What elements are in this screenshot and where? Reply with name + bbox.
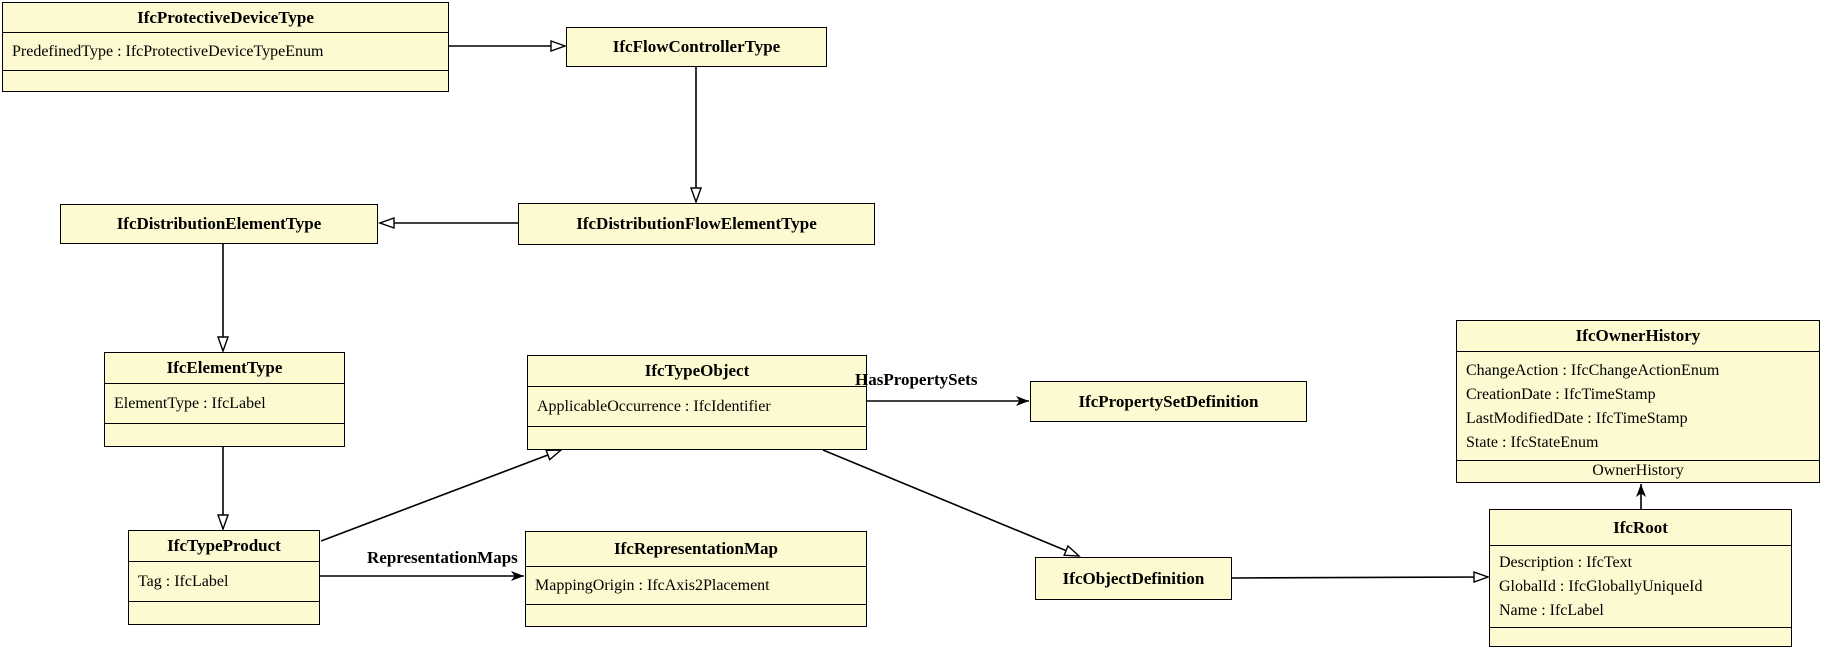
attribute: State : IfcStateEnum — [1466, 434, 1599, 451]
class-box-ifcdistributionelementtype: IfcDistributionElementType — [60, 204, 378, 244]
class-title: IfcTypeObject — [528, 356, 866, 387]
class-box-ifcownerhistory: IfcOwnerHistory ChangeAction : IfcChange… — [1456, 320, 1820, 483]
class-attributes: ElementType : IfcLabel — [105, 384, 344, 423]
class-footer — [526, 604, 866, 625]
class-box-ifcelementtype: IfcElementType ElementType : IfcLabel — [104, 352, 345, 447]
class-footer — [105, 423, 344, 445]
attribute: PredefinedType : IfcProtectiveDeviceType… — [12, 42, 324, 60]
edge-inheritance-typeobject-to-objectdefinition — [822, 449, 1081, 557]
class-box-ifcdistributionflowelementtype: IfcDistributionFlowElementType — [518, 203, 875, 245]
class-title: IfcElementType — [105, 353, 344, 384]
class-title: IfcDistributionElementType — [116, 214, 322, 233]
class-title: IfcProtectiveDeviceType — [3, 3, 448, 33]
attribute: ChangeAction : IfcChangeActionEnum — [1466, 362, 1720, 379]
class-box-ifcflowcontrollertype: IfcFlowControllerType — [566, 27, 827, 67]
class-title: IfcDistributionFlowElementType — [576, 214, 817, 233]
class-box-ifcroot: IfcRoot Description : IfcText GlobalId :… — [1489, 509, 1792, 647]
class-attributes: Description : IfcText GlobalId : IfcGlob… — [1490, 546, 1791, 627]
class-box-ifcrepresentationmap: IfcRepresentationMap MappingOrigin : Ifc… — [525, 531, 867, 627]
attribute: GlobalId : IfcGloballyUniqueId — [1499, 578, 1703, 595]
haspropertysets-edge-label: HasPropertySets — [855, 370, 978, 389]
class-footer — [129, 601, 319, 623]
class-attributes: ApplicableOccurrence : IfcIdentifier — [528, 387, 866, 426]
attribute: CreationDate : IfcTimeStamp — [1466, 386, 1656, 403]
edge-inheritance-typeproduct-to-typeobject — [320, 449, 563, 542]
class-footer — [1490, 627, 1791, 645]
class-footer — [528, 426, 866, 448]
class-title: IfcOwnerHistory — [1457, 321, 1819, 352]
class-title: IfcTypeProduct — [129, 531, 319, 562]
attribute: Name : IfcLabel — [1499, 602, 1604, 619]
class-title: IfcObjectDefinition — [1062, 568, 1205, 588]
edge-inheritance-objectdefinition-to-root — [1231, 571, 1491, 584]
class-footer: OwnerHistory — [1457, 460, 1819, 481]
class-box-ifctypeproduct: IfcTypeProduct Tag : IfcLabel — [128, 530, 320, 625]
class-title: IfcRoot — [1490, 510, 1791, 546]
class-attributes: ChangeAction : IfcChangeActionEnum Creat… — [1457, 352, 1819, 460]
class-title: IfcFlowControllerType — [612, 37, 781, 56]
attribute: LastModifiedDate : IfcTimeStamp — [1466, 410, 1688, 427]
class-title: IfcRepresentationMap — [526, 532, 866, 567]
class-box-ifcobjectdefinition: IfcObjectDefinition — [1035, 557, 1232, 600]
class-box-ifcprotectivedevicetype: IfcProtectiveDeviceType PredefinedType :… — [2, 2, 449, 92]
representationmaps-edge-label: RepresentationMaps — [367, 548, 518, 567]
attribute: Tag : IfcLabel — [138, 572, 229, 590]
attribute: ApplicableOccurrence : IfcIdentifier — [537, 397, 771, 415]
class-attributes: PredefinedType : IfcProtectiveDeviceType… — [3, 33, 448, 70]
class-attributes: MappingOrigin : IfcAxis2Placement — [526, 567, 866, 604]
class-title: IfcPropertySetDefinition — [1078, 391, 1259, 411]
class-box-ifcpropertysetdefinition: IfcPropertySetDefinition — [1030, 381, 1307, 422]
class-attributes: Tag : IfcLabel — [129, 562, 319, 601]
attribute: ElementType : IfcLabel — [114, 394, 266, 412]
attribute: Description : IfcText — [1499, 554, 1633, 571]
class-footer — [3, 70, 448, 90]
class-box-ifctypeobject: IfcTypeObject ApplicableOccurrence : Ifc… — [527, 355, 867, 450]
attribute: MappingOrigin : IfcAxis2Placement — [535, 576, 770, 594]
